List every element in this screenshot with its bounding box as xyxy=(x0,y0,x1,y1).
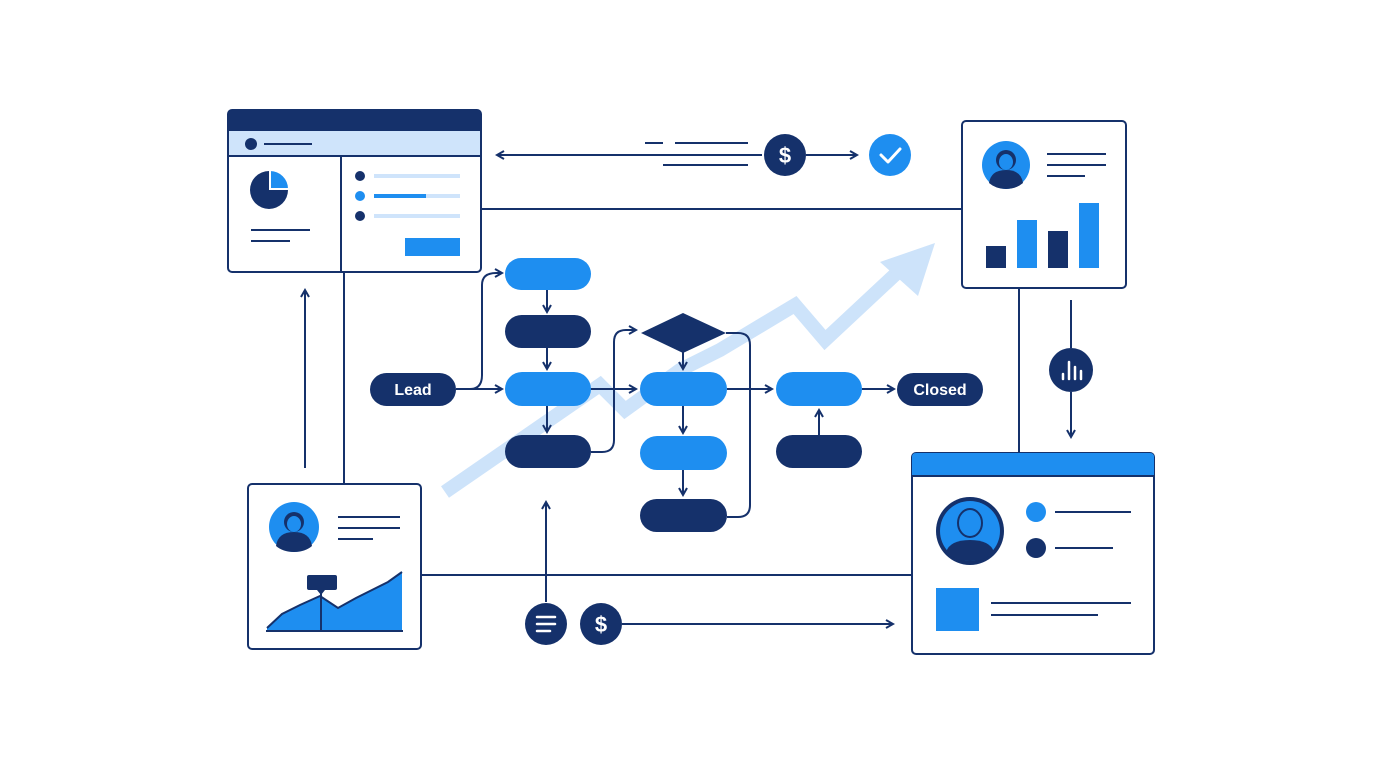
window-titlebar xyxy=(912,453,1154,476)
window-list xyxy=(355,171,460,221)
stage-3b[interactable] xyxy=(776,435,862,468)
stage-2c[interactable] xyxy=(640,499,727,532)
chart-badge[interactable] xyxy=(1049,348,1093,392)
pie-chart-icon xyxy=(250,168,291,209)
user-avatar-icon xyxy=(936,497,1004,565)
bar-chart xyxy=(986,203,1099,268)
window-dot xyxy=(245,138,257,150)
area-chart xyxy=(266,571,403,632)
document-icon xyxy=(535,615,557,633)
document-badge[interactable] xyxy=(525,603,567,645)
dashboard-window[interactable] xyxy=(227,109,482,273)
window-action-button[interactable] xyxy=(405,238,460,256)
stage-2b[interactable] xyxy=(640,436,727,470)
thumbnail-image xyxy=(936,588,979,631)
dollar-badge-top[interactable]: $ xyxy=(764,134,806,176)
user-avatar-icon xyxy=(982,141,1030,189)
check-badge[interactable] xyxy=(869,134,911,176)
stage-1a[interactable] xyxy=(505,258,591,290)
window-titlebar xyxy=(228,110,481,131)
closed-label: Closed xyxy=(913,382,966,399)
dollar-badge-bottom[interactable]: $ xyxy=(580,603,622,645)
profile-trend-card[interactable] xyxy=(247,483,422,650)
stage-1d[interactable] xyxy=(505,435,591,468)
profile-stats-card[interactable] xyxy=(961,120,1127,289)
lead-label: Lead xyxy=(394,382,431,399)
dollar-icon: $ xyxy=(595,612,607,637)
dollar-icon: $ xyxy=(779,143,791,168)
contact-profile-window[interactable] xyxy=(911,452,1155,655)
bar-chart-icon xyxy=(1061,360,1083,381)
tooltip-icon xyxy=(307,575,337,590)
decision-diamond[interactable] xyxy=(641,313,726,353)
status-dot xyxy=(1026,538,1046,558)
stage-1c[interactable] xyxy=(505,372,591,406)
stage-3a[interactable] xyxy=(776,372,862,406)
stage-1b[interactable] xyxy=(505,315,591,348)
connectors xyxy=(305,142,1071,624)
lead-node[interactable]: Lead xyxy=(370,373,456,406)
check-icon xyxy=(879,147,902,164)
flow-nodes: Lead Closed xyxy=(370,258,983,532)
closed-node[interactable]: Closed xyxy=(897,373,983,406)
status-dot xyxy=(1026,502,1046,522)
stage-2a[interactable] xyxy=(640,372,727,406)
user-avatar-icon xyxy=(269,502,319,552)
